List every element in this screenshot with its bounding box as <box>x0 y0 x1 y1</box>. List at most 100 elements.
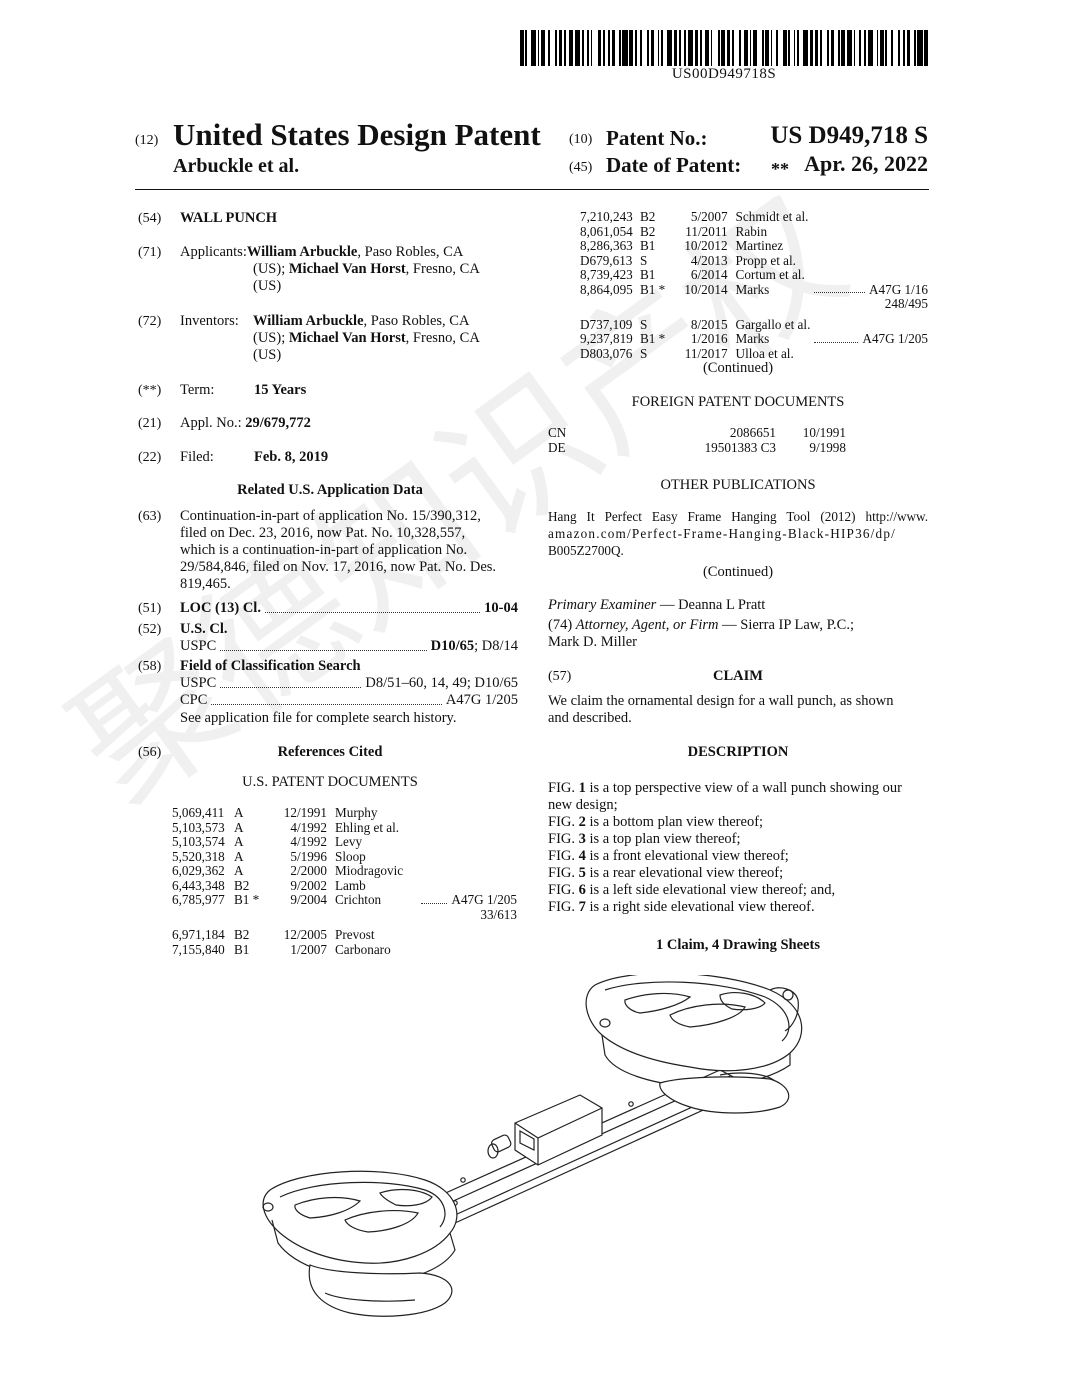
patent-name: Lamb <box>335 877 366 893</box>
patent-kind: A <box>234 805 244 820</box>
figure-description-cont: new design; <box>548 797 618 813</box>
patent-no: 6,029,362 <box>172 863 225 878</box>
claim-text: We claim the ornamental design for a wal… <box>548 693 894 726</box>
patent-kind: A <box>234 819 244 835</box>
appl-no: Appl. No.: 29/679,772 <box>180 415 311 431</box>
foreign-heading: FOREIGN PATENT DOCUMENTS <box>631 394 845 410</box>
patent-date: 9/2004 <box>290 892 327 907</box>
patent-name: Carbonaro <box>335 941 391 957</box>
patent-no: 5,103,573 <box>172 819 225 835</box>
patent-kind: B1 * <box>639 331 666 346</box>
patent-kind: B1 <box>234 941 250 957</box>
patent-date: 10/2014 <box>684 281 728 297</box>
patent-kind: S <box>639 316 648 332</box>
code-51: (51) <box>138 601 162 616</box>
filed-value: Feb. 8, 2019 <box>254 449 329 465</box>
patent-name: Cortum et al. <box>735 267 805 282</box>
date-marker: ** <box>771 159 789 179</box>
other-pubs-text: Hang It Perfect Easy Frame Hanging Tool … <box>548 509 928 558</box>
patent-name: Propp et al. <box>735 252 796 268</box>
patent-name: Ulloa et al. <box>735 345 794 361</box>
code-22: (22) <box>138 450 162 465</box>
patent-name: Gargallo et al. <box>735 316 811 332</box>
foreign-country: DE <box>548 439 566 455</box>
patent-kind: B1 <box>639 238 656 253</box>
patent-kind: A <box>234 863 244 878</box>
patent-name: Ehling et al. <box>335 819 400 835</box>
figure-description: FIG. 6 is a left side elevational view t… <box>548 882 836 898</box>
patent-name: Miodragovic <box>335 863 404 878</box>
code-56: (56) <box>138 745 162 760</box>
patent-class: A47G 1/205 <box>451 892 517 907</box>
patent-no: 9,237,819 <box>580 331 633 346</box>
inventors: Inventors:William Arbuckle, Paso Robles,… <box>180 313 480 363</box>
patent-date: 12/1991 <box>283 805 327 820</box>
code-term: (**) <box>138 383 162 398</box>
description-heading: DESCRIPTION <box>687 744 789 760</box>
figure-list: FIG. 1 is a top perspective view of a wa… <box>548 780 933 916</box>
patent-date: 8/2015 <box>690 316 728 332</box>
foreign-number: 2086651 <box>729 425 776 440</box>
patent-no: 5,520,318 <box>172 848 225 864</box>
patent-class-2: 248/495 <box>884 296 928 311</box>
figure-description: FIG. 7 is a right side elevational view … <box>548 899 815 915</box>
foreign-number: 19501383 C3 <box>704 439 776 455</box>
foreign-date: 9/1998 <box>809 439 846 455</box>
patent-row-cont: 248/495 <box>580 296 928 318</box>
title: WALL PUNCH <box>180 210 278 226</box>
wall-punch-drawing <box>262 975 803 1317</box>
patent-date: 4/1992 <box>290 834 327 849</box>
code-71: (71) <box>138 245 162 260</box>
head-lower <box>262 1170 458 1317</box>
patent-no: D803,076 <box>580 345 633 361</box>
references-heading: References Cited <box>277 744 383 760</box>
patent-name: Crichton <box>335 892 382 907</box>
code-52: (52) <box>138 622 162 637</box>
patent-date: 1/2007 <box>290 941 327 957</box>
code-58: (58) <box>138 659 162 674</box>
claim-heading: CLAIM <box>713 668 763 684</box>
code-63: (63) <box>138 509 162 524</box>
patent-kind: S <box>639 345 648 361</box>
code-12: (12) <box>135 133 159 148</box>
patent-no: 8,286,363 <box>580 238 633 253</box>
attorney: (74) Attorney, Agent, or Firm — Sierra I… <box>548 617 854 633</box>
barcode-number: US00D949718S <box>671 66 777 82</box>
patent-no: D737,109 <box>580 316 633 332</box>
figure-description: FIG. 5 is a rear elevational view thereo… <box>548 865 784 881</box>
patent-kind: S <box>639 252 648 268</box>
term-label: Term: <box>180 382 215 398</box>
patent-no: 7,210,243 <box>580 209 633 224</box>
patent-kind: B1 * <box>234 892 260 907</box>
patent-no: 6,443,348 <box>172 877 225 893</box>
patent-name: Sloop <box>335 848 366 864</box>
field-search-label: Field of Classification Search <box>180 658 361 674</box>
patent-date: 9/2002 <box>290 877 327 893</box>
patent-row: D737,109 S 8/2015 Gargallo et al. <box>580 316 928 333</box>
claims-sheets: 1 Claim, 4 Drawing Sheets <box>656 937 820 953</box>
figure-description: FIG. 4 is a front elevational view there… <box>548 848 789 864</box>
patent-name: Levy <box>335 834 363 849</box>
patent-no: 6,971,184 <box>172 927 225 942</box>
doc-type: United States Design Patent <box>173 117 541 152</box>
patent-class: A47G 1/16 <box>869 281 928 297</box>
patent-no: 6,785,977 <box>172 892 225 907</box>
